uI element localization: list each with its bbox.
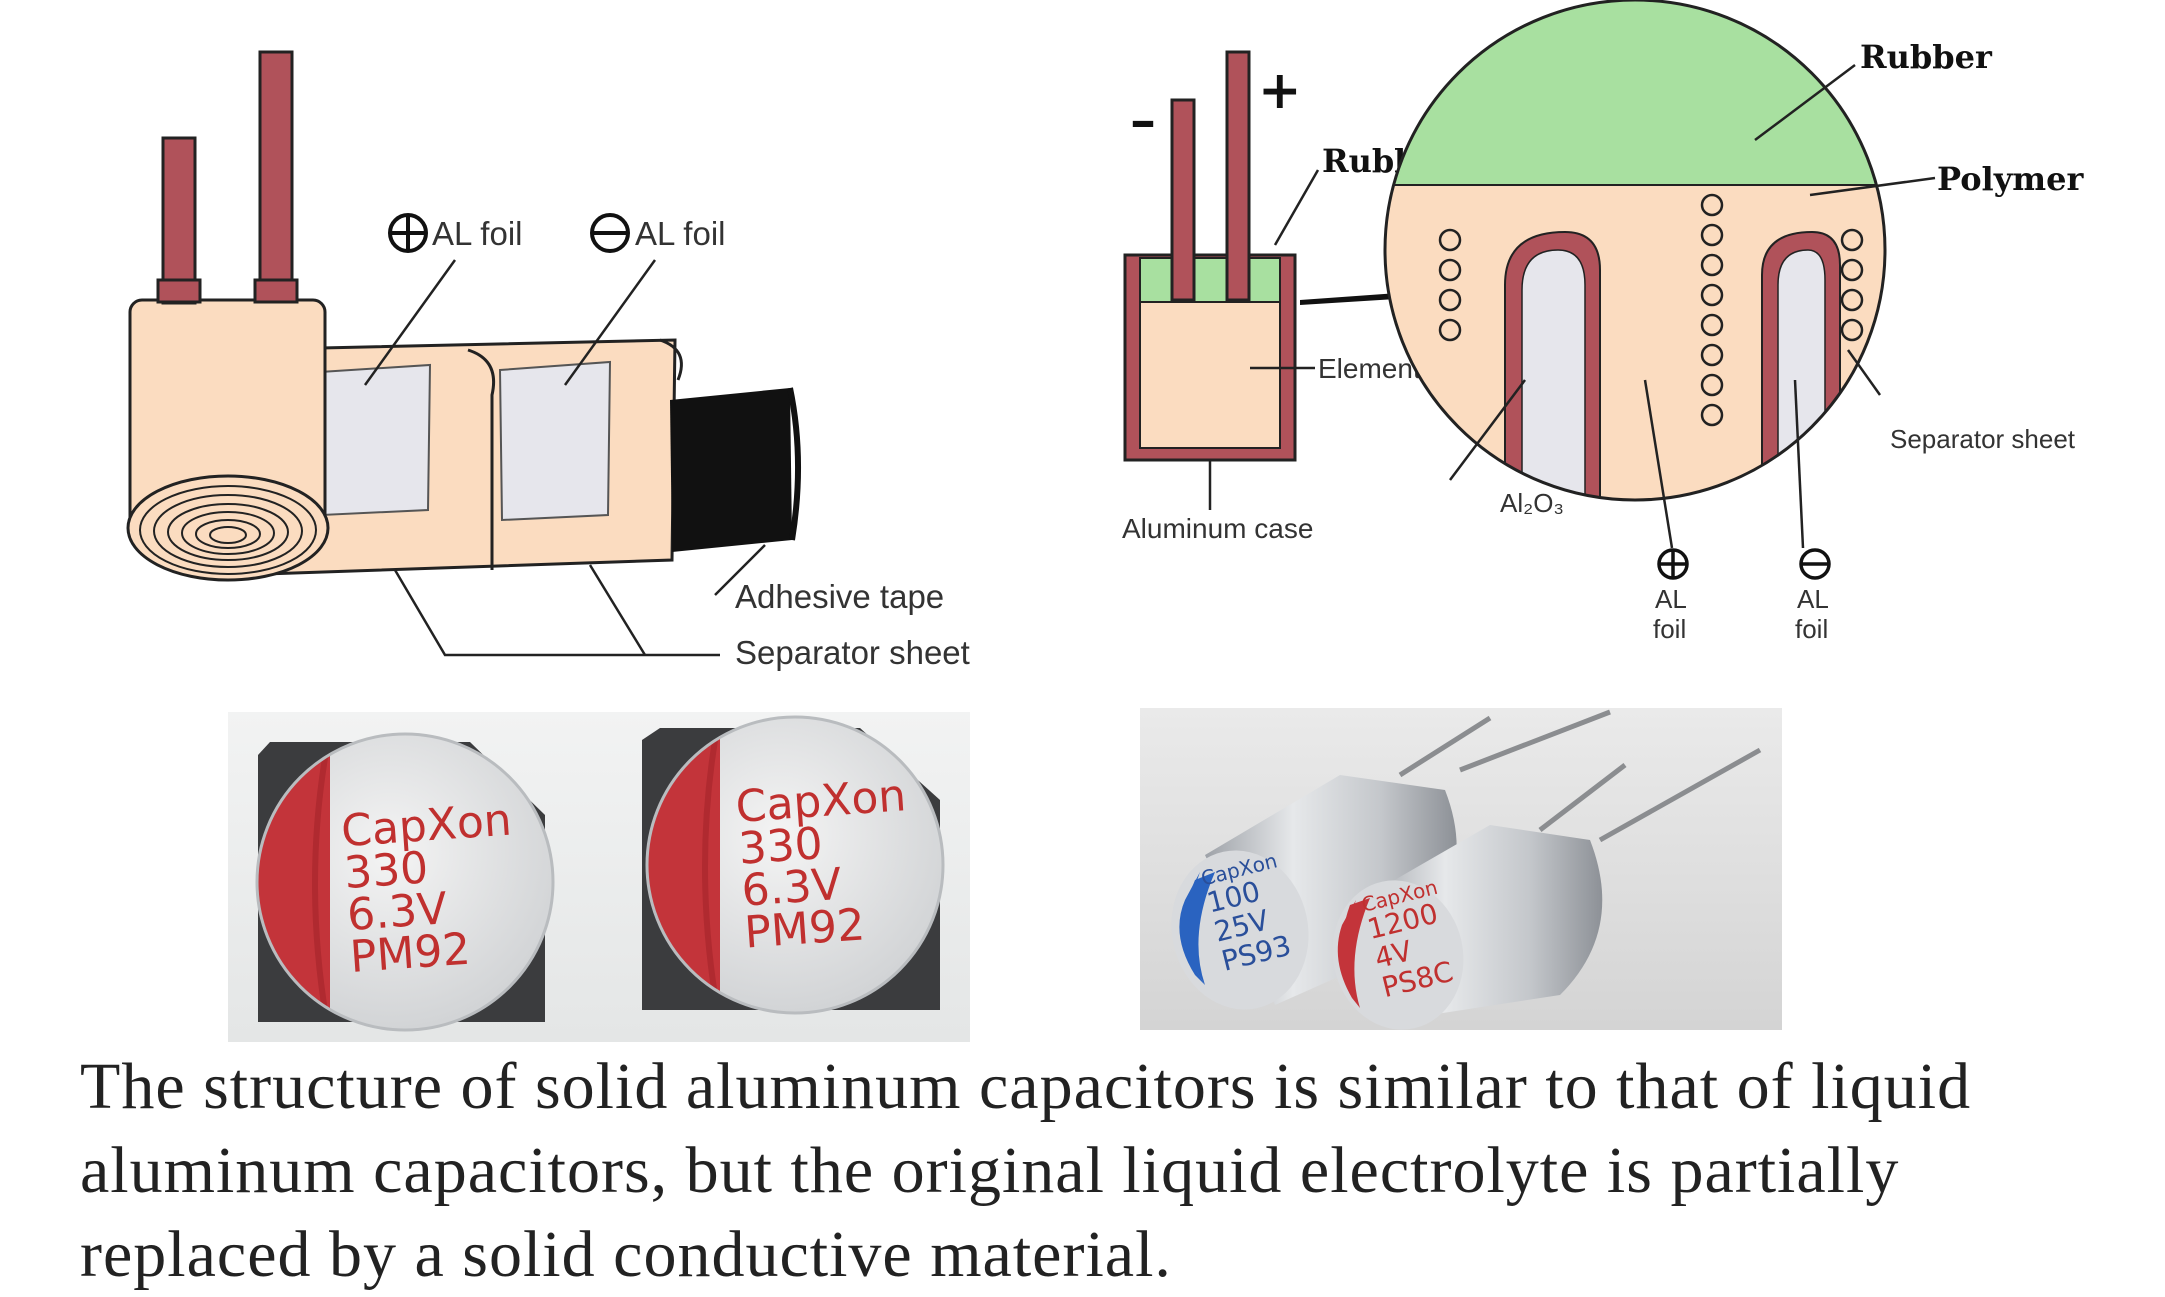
element-label: Element xyxy=(1318,353,1421,384)
minus-circle-icon xyxy=(590,213,630,253)
positive-foil-al-label: AL xyxy=(1655,584,1687,614)
smd-capacitor-photo: CapXon 330 6.3V PM92 CapXon 330 6.3V PM9… xyxy=(228,712,970,1042)
svg-text:CapXon: CapXon xyxy=(734,770,908,833)
minus-sign: – xyxy=(1130,90,1156,151)
radial-cap-red: CapXon 1200 4V PS8C xyxy=(1332,825,1603,1030)
positive-foil-sheet xyxy=(318,363,432,517)
positive-lead xyxy=(1225,50,1251,302)
svg-text:PM92: PM92 xyxy=(348,924,472,983)
radial-capacitor-photo: CapXon 100 25V PS93 CapXon 1200 4V PS8C xyxy=(1140,708,1782,1030)
negative-foil-foil-label: foil xyxy=(1795,614,1828,644)
plus-sign: + xyxy=(1258,60,1302,121)
zoomed-section xyxy=(1383,0,1887,502)
cross-section-diagram: – + Rubber Element Aluminum case xyxy=(1122,0,2085,644)
negative-lead xyxy=(1170,98,1196,302)
rubber-label-zoom: Rubber xyxy=(1860,38,1993,76)
positive-foil-foil-label: foil xyxy=(1653,614,1686,644)
negative-foil-al-label: AL xyxy=(1797,584,1829,614)
negative-foil-label: AL foil xyxy=(635,215,726,252)
negative-foil-sheet xyxy=(498,360,612,522)
oxide-label: Al₂O₃ xyxy=(1500,488,1564,518)
svg-text:6.3V: 6.3V xyxy=(345,883,448,941)
separator-sheet-label: Separator sheet xyxy=(735,634,970,671)
polymer-label: Polymer xyxy=(1937,160,2085,198)
separator-sheet-zoom-label: Separator sheet xyxy=(1890,424,2076,454)
minus-circle-icon xyxy=(1799,548,1831,580)
svg-text:6.3V: 6.3V xyxy=(740,859,843,917)
smd-cap-2-label: CapXon 330 6.3V PM92 xyxy=(734,770,908,958)
plus-circle-icon xyxy=(1657,548,1689,580)
svg-text:330: 330 xyxy=(737,818,824,875)
svg-text:330: 330 xyxy=(342,842,429,899)
adhesive-tape-label: Adhesive tape xyxy=(735,578,944,615)
svg-text:PM92: PM92 xyxy=(743,899,867,958)
adhesive-tape-strip xyxy=(670,388,792,552)
plus-circle-icon xyxy=(388,213,428,253)
aluminum-case-label: Aluminum case xyxy=(1122,513,1313,544)
positive-foil-label: AL foil xyxy=(432,215,523,252)
caption-text: The structure of solid aluminum capacito… xyxy=(80,1050,1972,1291)
smd-cap-1-label: CapXon 330 6.3V PM92 xyxy=(340,794,514,983)
lead-short xyxy=(161,136,197,305)
lead-long xyxy=(258,50,294,304)
rubber-plug xyxy=(1139,257,1281,303)
wound-element-diagram: AL foil AL foil Adhesive tape Separator … xyxy=(126,50,970,671)
svg-text:CapXon: CapXon xyxy=(340,794,514,857)
